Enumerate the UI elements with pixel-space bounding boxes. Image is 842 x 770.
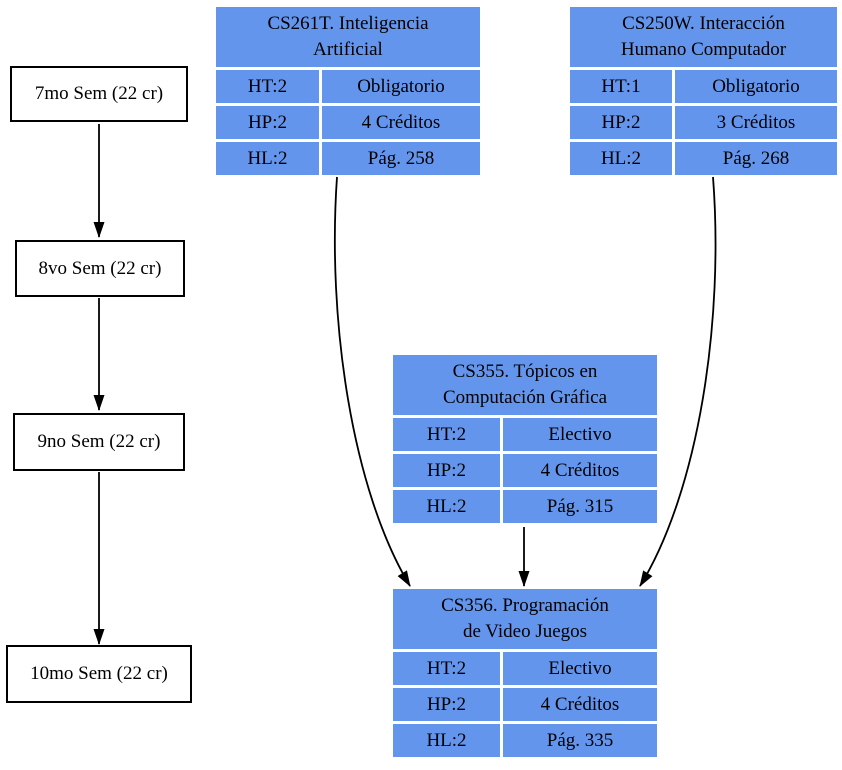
row-value: Pág. 335 xyxy=(503,724,657,757)
semester-node-8vo: 8vo Sem (22 cr) xyxy=(15,240,185,297)
course-title-line2: de Video Juegos xyxy=(462,621,588,642)
course-title: CS250W. Interacción Humano Computador xyxy=(570,7,837,67)
course-title: CS261T. Inteligencia Artificial xyxy=(216,7,480,67)
row-key: HP:2 xyxy=(216,106,319,139)
edge-cs250w-cs356 xyxy=(639,176,717,587)
course-title-line2: Artificial xyxy=(313,39,383,60)
semester-node-7mo: 7mo Sem (22 cr) xyxy=(10,66,188,122)
row-key: HL:2 xyxy=(393,724,500,757)
course-title-line1: CS250W. Interacción xyxy=(622,13,785,34)
course-card-cs250w: CS250W. Interacción Humano Computador HT… xyxy=(570,7,837,175)
row-key: HT:2 xyxy=(216,70,319,103)
row-value: Electivo xyxy=(503,652,657,685)
row-value: Pág. 258 xyxy=(322,142,480,175)
course-card-cs261t: CS261T. Inteligencia Artificial HT:2 Obl… xyxy=(216,7,480,175)
row-value: Obligatorio xyxy=(322,70,480,103)
row-key: HL:2 xyxy=(216,142,319,175)
semester-label: 8vo Sem (22 cr) xyxy=(38,257,162,279)
row-value: 4 Créditos xyxy=(503,454,657,487)
row-key: HL:2 xyxy=(393,490,500,523)
row-key: HP:2 xyxy=(393,688,500,721)
row-value: 3 Créditos xyxy=(675,106,837,139)
semester-label: 10mo Sem (22 cr) xyxy=(30,663,168,684)
row-value: 4 Créditos xyxy=(322,106,480,139)
row-value: Electivo xyxy=(503,418,657,451)
course-title-line1: CS261T. Inteligencia xyxy=(267,13,429,34)
course-title-line1: CS355. Tópicos en xyxy=(452,361,598,382)
course-card-cs356: CS356. Programación de Video Juegos HT:2… xyxy=(393,589,657,757)
semester-node-10mo: 10mo Sem (22 cr) xyxy=(6,645,192,703)
row-key: HT:2 xyxy=(393,418,500,451)
row-value: Obligatorio xyxy=(675,70,837,103)
edge-cs261t-cs356 xyxy=(333,176,411,587)
course-card-cs355: CS355. Tópicos en Computación Gráfica HT… xyxy=(393,355,657,523)
row-value: 4 Créditos xyxy=(503,688,657,721)
course-title-line2: Humano Computador xyxy=(620,39,787,60)
course-title-line1: CS356. Programación xyxy=(441,595,609,616)
row-key: HT:1 xyxy=(570,70,672,103)
semester-label: 7mo Sem (22 cr) xyxy=(34,83,164,104)
row-value: Pág. 315 xyxy=(503,490,657,523)
row-key: HP:2 xyxy=(393,454,500,487)
course-title-line2: Computación Gráfica xyxy=(442,387,608,408)
course-title: CS355. Tópicos en Computación Gráfica xyxy=(393,355,657,415)
course-title: CS356. Programación de Video Juegos xyxy=(393,589,657,649)
semester-label: 9no Sem (22 cr) xyxy=(37,431,161,452)
row-key: HL:2 xyxy=(570,142,672,175)
row-value: Pág. 268 xyxy=(675,142,837,175)
row-key: HT:2 xyxy=(393,652,500,685)
semester-node-9no: 9no Sem (22 cr) xyxy=(13,413,185,471)
row-key: HP:2 xyxy=(570,106,672,139)
